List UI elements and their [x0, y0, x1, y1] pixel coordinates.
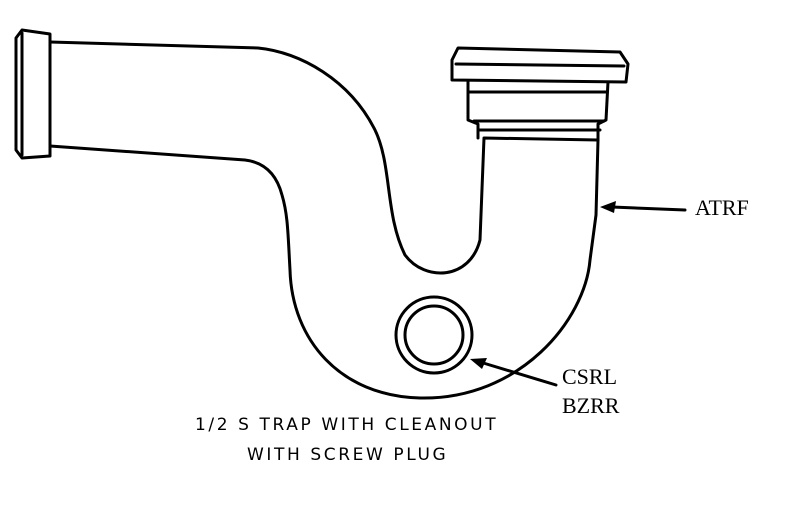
caption-line2: WITH SCREW PLUG — [247, 445, 449, 465]
pipe-leader-arrowhead — [600, 201, 616, 213]
cleanout-callout-line1: CSRL — [562, 364, 618, 389]
outlet-cap-ridge — [454, 62, 626, 68]
plug-leader-line — [478, 360, 558, 387]
cleanout-plug-outer — [394, 295, 474, 375]
caption-line1: 1/2 S TRAP WITH CLEANOUT — [195, 415, 499, 435]
outlet-top-cap — [450, 46, 630, 84]
pipe-leader-line — [610, 205, 687, 212]
plug-leader-arrowhead — [470, 358, 487, 369]
pipe-body-callout: ATRF — [695, 195, 749, 220]
inlet-end-cap — [14, 28, 52, 160]
cleanout-callout-line2: BZRR — [562, 393, 620, 418]
trap-pipe-body — [48, 40, 600, 400]
cleanout-plug-inner — [403, 304, 465, 366]
